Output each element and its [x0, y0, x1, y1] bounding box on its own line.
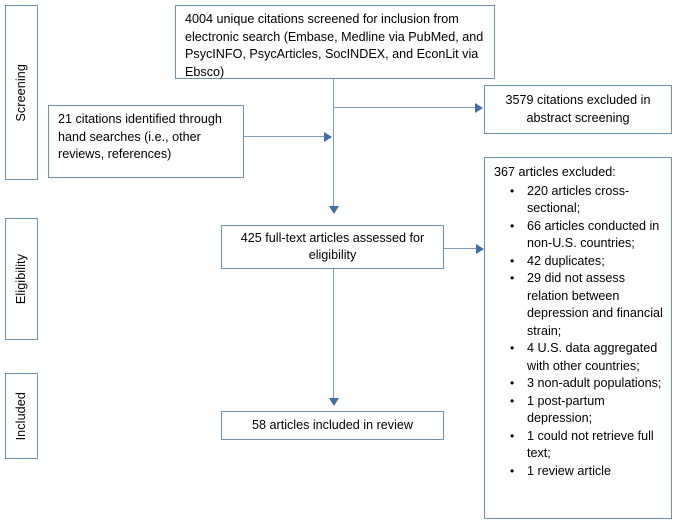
box-fulltext-assessed: 425 full-text articles assessed for elig…	[221, 225, 444, 269]
arrow-down-to-fulltext	[329, 206, 339, 214]
stage-label-eligibility-text: Eligibility	[13, 253, 28, 305]
list-item: 66 articles conducted in non-U.S. countr…	[510, 218, 665, 253]
box-citations-screened: 4004 unique citations screened for inclu…	[175, 5, 495, 79]
list-item: 29 did not assess relation between depre…	[510, 270, 665, 340]
box-fulltext-assessed-text: 425 full-text articles assessed for elig…	[240, 230, 425, 263]
box-hand-search-citations-text: 21 citations identified through hand sea…	[58, 112, 222, 161]
list-item: 4 U.S. data aggregated with other countr…	[510, 340, 665, 375]
connector-to-abstract-excluded	[333, 107, 475, 108]
box-included-in-review-text: 58 articles included in review	[251, 417, 413, 432]
list-item: 3 non-adult populations;	[510, 375, 665, 393]
box-abstract-excluded: 3579 citations excluded in abstract scre…	[484, 85, 672, 134]
list-item: 1 could not retrieve full text;	[510, 428, 665, 463]
connector-handsearch-to-trunk	[244, 136, 324, 137]
box-hand-search-citations: 21 citations identified through hand sea…	[48, 105, 244, 178]
stage-label-included: Included	[5, 373, 38, 459]
box-included-in-review: 58 articles included in review	[221, 411, 444, 440]
articles-excluded-list: 220 articles cross-sectional; 66 article…	[485, 183, 671, 481]
list-item: 42 duplicates;	[510, 253, 665, 271]
articles-excluded-heading: 367 articles excluded:	[494, 165, 616, 179]
box-articles-excluded: 367 articles excluded: 220 articles cros…	[484, 157, 672, 519]
stage-label-screening: Screening	[5, 5, 38, 180]
box-citations-screened-text: 4004 unique citations screened for inclu…	[185, 12, 484, 79]
arrow-right-handsearch	[324, 132, 332, 142]
list-item: 1 review article	[510, 463, 665, 481]
connector-fulltext-to-included	[333, 268, 334, 400]
list-item: 1 post-partum depression;	[510, 393, 665, 428]
stage-label-included-text: Included	[13, 391, 28, 441]
list-item: 220 articles cross-sectional;	[510, 183, 665, 218]
arrow-down-to-included	[329, 398, 339, 406]
stage-label-eligibility: Eligibility	[5, 218, 38, 340]
box-abstract-excluded-text: 3579 citations excluded in abstract scre…	[505, 93, 651, 125]
stage-label-screening-text: Screening	[13, 63, 28, 122]
arrow-right-to-articles-excluded	[476, 244, 484, 254]
connector-fulltext-to-excluded	[444, 248, 476, 249]
connector-screened-to-fulltext	[333, 78, 334, 208]
arrow-right-to-abstract-excluded	[475, 103, 483, 113]
